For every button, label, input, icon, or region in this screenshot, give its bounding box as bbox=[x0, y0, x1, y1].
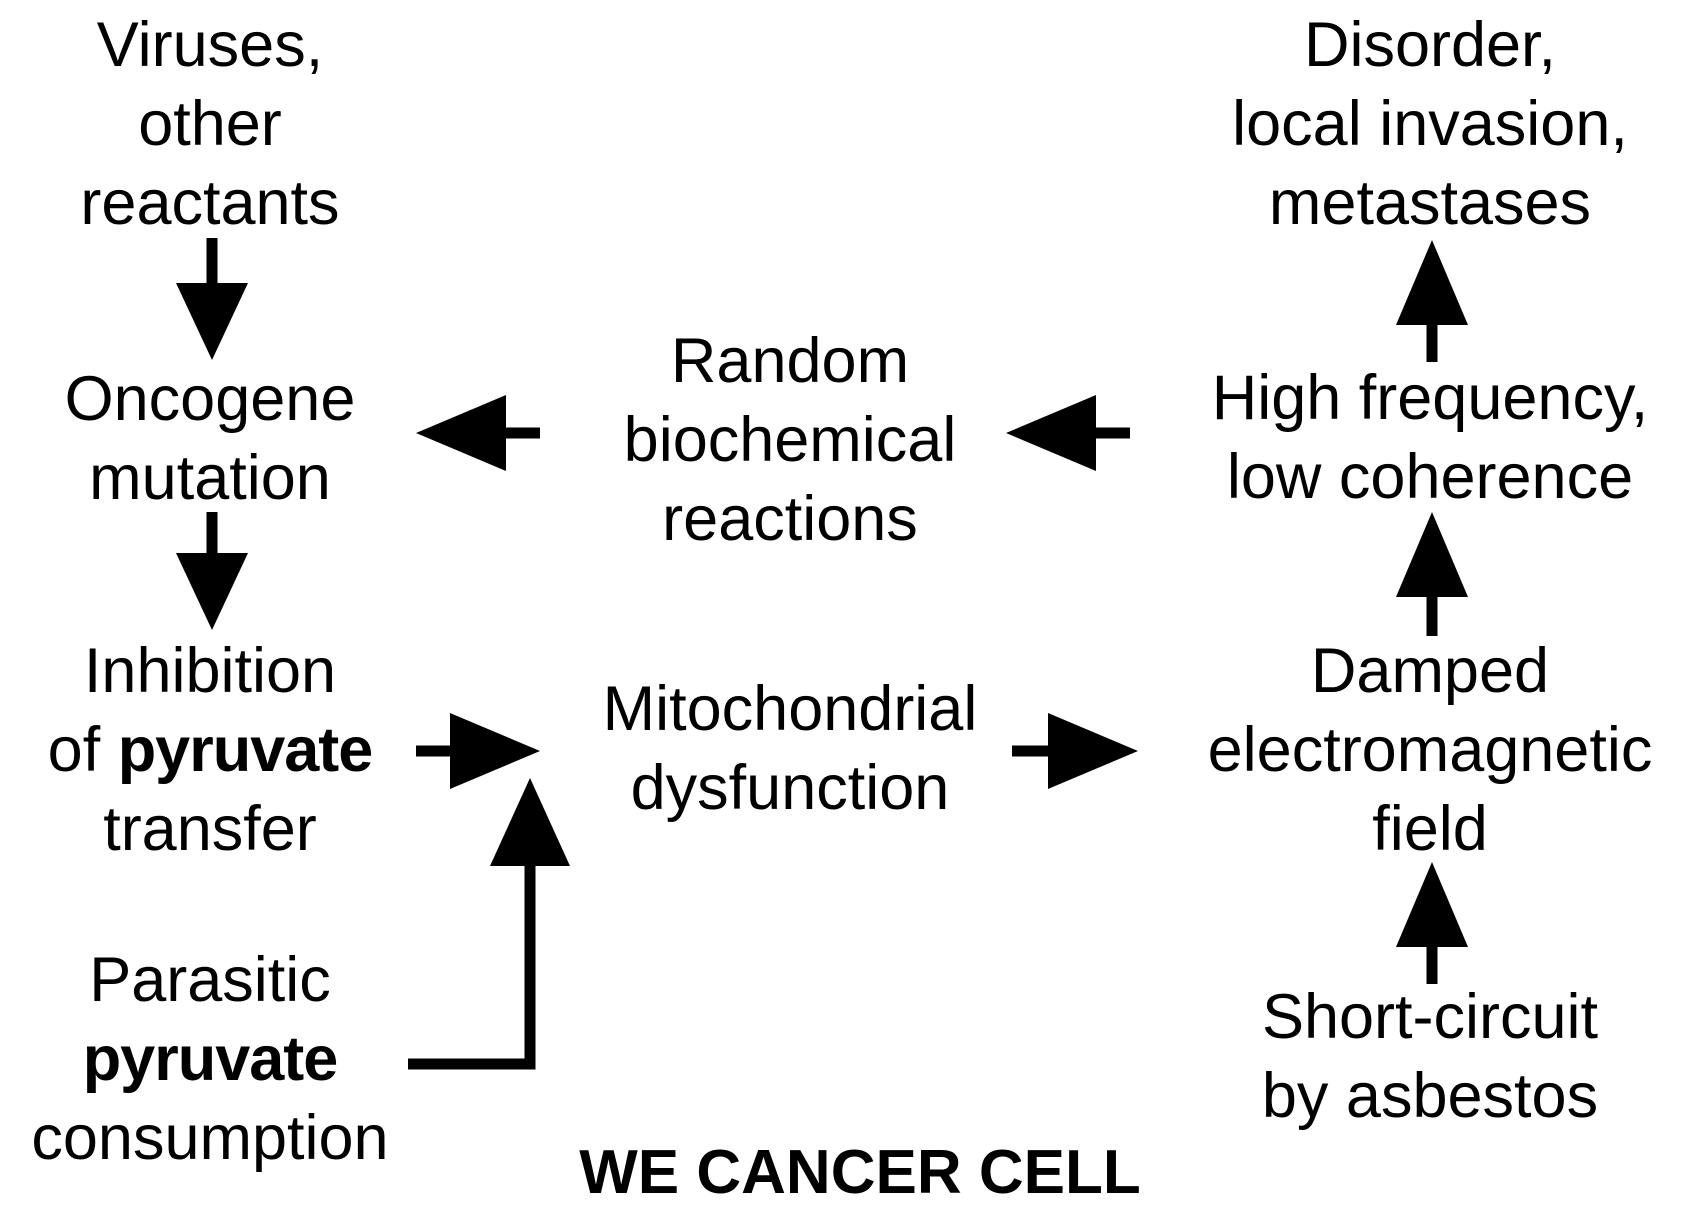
diagram-title: WE CANCER CELL bbox=[579, 1138, 1141, 1207]
node-parasitic-pyruvate-bold: pyruvate bbox=[82, 1024, 339, 1094]
node-parasitic-pyruvate-consumption: Parasitic pyruvate consumption bbox=[10, 941, 410, 1178]
node-inhibition-pyruvate-bold: pyruvate bbox=[117, 715, 374, 785]
arrow-inhibition-to-mitochondrial bbox=[416, 713, 540, 789]
arrow-highfreq-to-disorder bbox=[1396, 240, 1468, 362]
node-disorder-invasion-metastases: Disorder, local invasion, metastases bbox=[1190, 6, 1670, 243]
node-damped-line: Damped bbox=[1310, 636, 1550, 706]
node-damped-line: field bbox=[1372, 794, 1488, 864]
node-viruses-line: other bbox=[138, 89, 282, 159]
node-inhibition-prefix: of bbox=[47, 715, 118, 785]
node-high-frequency-line: low coherence bbox=[1226, 442, 1634, 512]
arrow-viruses-to-oncogene bbox=[176, 238, 248, 360]
node-damped-electromagnetic-field: Damped electromagnetic field bbox=[1180, 632, 1680, 869]
arrow-shortcircuit-to-damped bbox=[1396, 862, 1468, 984]
node-inhibition-line: transfer bbox=[103, 794, 317, 864]
node-viruses-line: Viruses, bbox=[96, 10, 324, 80]
node-high-frequency-line: High frequency, bbox=[1211, 363, 1649, 433]
node-mitochondrial-line: Mitochondrial bbox=[602, 674, 978, 744]
node-oncogene-mutation: Oncogene mutation bbox=[30, 360, 390, 518]
arrow-random-to-oncogene bbox=[416, 395, 540, 471]
node-disorder-line: metastases bbox=[1268, 168, 1592, 238]
arrow-highfreq-to-random bbox=[1006, 395, 1130, 471]
node-parasitic-line: pyruvate bbox=[10, 1020, 410, 1099]
node-mitochondrial-line: dysfunction bbox=[630, 753, 950, 823]
node-random-line: biochemical bbox=[623, 405, 957, 475]
node-high-frequency-low-coherence: High frequency, low coherence bbox=[1180, 359, 1680, 517]
node-random-line: reactions bbox=[662, 484, 918, 554]
node-disorder-line: local invasion, bbox=[1232, 89, 1628, 159]
node-oncogene-line: mutation bbox=[89, 443, 331, 513]
node-parasitic-line: Parasitic bbox=[89, 945, 331, 1015]
node-parasitic-line: consumption bbox=[31, 1103, 389, 1173]
node-short-circuit-asbestos: Short-circuit by asbestos bbox=[1200, 978, 1660, 1136]
node-random-biochemical-reactions: Random biochemical reactions bbox=[580, 322, 1000, 559]
node-viruses-line: reactants bbox=[80, 168, 340, 238]
node-mitochondrial-dysfunction: Mitochondrial dysfunction bbox=[570, 670, 1010, 828]
arrow-damped-to-highfreq bbox=[1396, 512, 1468, 636]
node-viruses: Viruses, other reactants bbox=[30, 6, 390, 243]
node-damped-line: electromagnetic bbox=[1207, 715, 1653, 785]
arrow-mitochondrial-to-damped bbox=[1012, 713, 1138, 789]
node-inhibition-line: Inhibition bbox=[83, 636, 337, 706]
node-short-circuit-line: by asbestos bbox=[1261, 1061, 1599, 1131]
node-random-line: Random bbox=[670, 326, 910, 396]
node-inhibition-line: of pyruvate bbox=[10, 711, 410, 790]
arrow-parasitic-to-mitochondrial bbox=[408, 778, 570, 1070]
node-disorder-line: Disorder, bbox=[1303, 10, 1557, 80]
arrow-oncogene-to-inhibition bbox=[176, 512, 248, 630]
node-short-circuit-line: Short-circuit bbox=[1261, 982, 1599, 1052]
node-oncogene-line: Oncogene bbox=[64, 364, 356, 434]
node-inhibition-pyruvate-transfer: Inhibition of pyruvate transfer bbox=[10, 632, 410, 869]
